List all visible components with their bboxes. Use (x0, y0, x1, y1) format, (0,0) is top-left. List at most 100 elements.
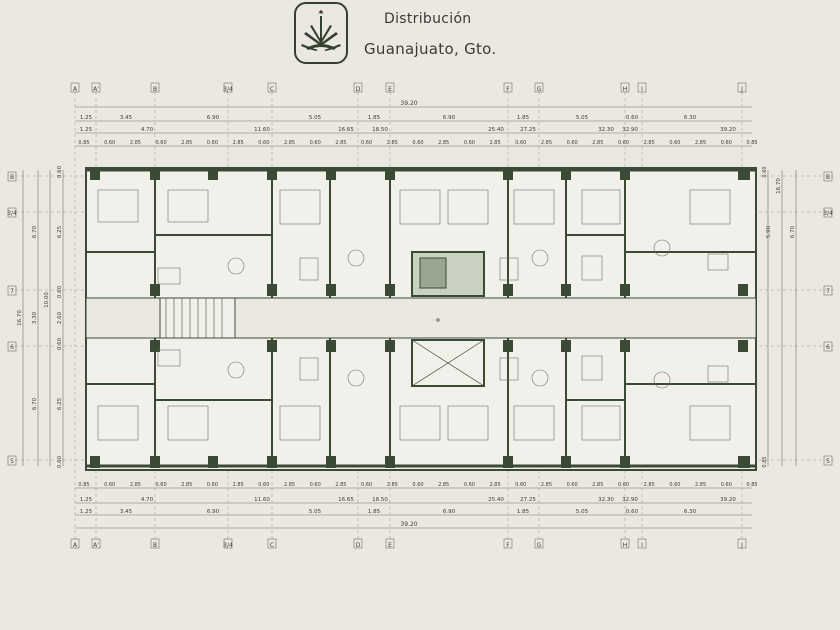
dimension-right-sub: 0.60 (762, 166, 768, 177)
grid-bubble-row-left (7, 171, 17, 182)
dimension-row1-top: 3.45 (120, 115, 133, 121)
dimension-row2-top: 1.25 (80, 127, 93, 133)
plan-location: Guanajuato, Gto. (364, 40, 497, 58)
grid-label-column-top: B (153, 86, 157, 93)
dimension-row3-top: 2.85 (592, 140, 603, 146)
dimension-row3-bottom: 2.85 (695, 482, 706, 488)
dimension-row3-bottom: 0.60 (104, 482, 115, 488)
dimension-row3-top: 2.85 (233, 140, 244, 146)
dimension-row3-top: 0.60 (412, 140, 423, 146)
dimension-lines-right (767, 170, 797, 466)
grid-bubble-column-top (620, 82, 630, 93)
dimension-total-top: 39.20 (400, 100, 417, 107)
grid-bubble-column-top (637, 82, 647, 93)
grid-bubble-column-bottom (353, 538, 363, 549)
dimension-left-inner: 6.70 (32, 225, 38, 238)
grid-bubble-column-bottom (620, 538, 630, 549)
dimension-row3-top: 2.85 (490, 140, 501, 146)
dimension-row2-bottom: 16.65 (338, 497, 354, 503)
dimension-left-sub: 0.60 (57, 455, 63, 468)
dimension-row2-top: 32.30 (598, 127, 614, 133)
agave-plant-icon (301, 10, 341, 51)
dimension-row3-top: 0.60 (104, 140, 115, 146)
grid-label-column-bottom: I (641, 542, 643, 549)
grid-label-column-bottom: F (506, 542, 510, 549)
dimension-row3-bottom: 0.60 (310, 482, 321, 488)
dimension-row1-top: 6.90 (207, 115, 220, 121)
dimension-row1-top: 6.30 (684, 115, 697, 121)
dimension-row3-top: 0.60 (310, 140, 321, 146)
grid-bubble-row-right (823, 171, 833, 182)
structural-columns (90, 168, 750, 468)
grid-bubble-row-right (823, 341, 833, 352)
grid-label-column-bottom: C (270, 542, 274, 549)
grid-label-column-top: C (270, 86, 274, 93)
dimension-row2-top: 4.70 (141, 127, 154, 133)
dimension-row1-bottom: 5.05 (576, 509, 589, 515)
dimension-row3-bottom: 2.85 (644, 482, 655, 488)
dimension-lines-top (75, 106, 752, 147)
grid-label-column-top: 3/4 (223, 86, 233, 93)
grid-label-row-left: 5 (10, 458, 14, 465)
dimension-row3-bottom: 0.60 (669, 482, 680, 488)
dimension-row3-bottom: 2.85 (233, 482, 244, 488)
dimension-row2-bottom: 27.25 (520, 497, 536, 503)
grid-bubble-column-bottom (534, 538, 544, 549)
dimension-row2-bottom: 32.90 (622, 497, 638, 503)
dimension-row3-top: 0.85 (746, 140, 757, 146)
dimension-row3-top: 2.85 (541, 140, 552, 146)
dimension-row3-bottom: 0.60 (412, 482, 423, 488)
dimension-row3-bottom: 0.60 (618, 482, 629, 488)
grid-label-column-bottom: D (356, 542, 361, 549)
grid-label-row-left: 6 (10, 344, 14, 351)
dimension-left-sub: 0.60 (57, 165, 63, 178)
grid-label-column-bottom: G (537, 542, 542, 549)
dimension-row3-bottom: 2.85 (335, 482, 346, 488)
dimension-row3-top: 2.85 (335, 140, 346, 146)
dimension-row1-bottom: 6.90 (207, 509, 220, 515)
dimension-row1-bottom: 6.30 (684, 509, 697, 515)
grid-label-column-top: A' (93, 86, 99, 93)
grid-bubble-column-bottom (91, 538, 101, 549)
dimension-row3-bottom: 0.60 (464, 482, 475, 488)
dimension-row2-top: 32.90 (622, 127, 638, 133)
grid-label-column-bottom: E (388, 542, 392, 549)
dimension-row3-bottom: 0.60 (721, 482, 732, 488)
grid-bubble-row-left (7, 341, 17, 352)
dimension-row2-top: 27.25 (520, 127, 536, 133)
grid-label-column-top: A (73, 86, 78, 93)
dimension-row1-top: 1.25 (80, 115, 93, 121)
grid-bubble-column-bottom (385, 538, 395, 549)
dimension-lines-left (22, 170, 64, 466)
dimension-row1-bottom: 1.85 (368, 509, 381, 515)
dimension-row3-top: 0.85 (78, 140, 89, 146)
dimension-row1-top: 0.60 (626, 115, 639, 121)
dimension-row3-bottom: 2.85 (130, 482, 141, 488)
grid-label-column-bottom: A (73, 542, 78, 549)
grid-label-column-bottom: 3/4 (223, 542, 233, 549)
dimension-row1-top: 1.85 (517, 115, 530, 121)
dimension-row2-top: 25.40 (488, 127, 504, 133)
dimension-row2-bottom: 18.50 (372, 497, 388, 503)
dimension-left-sub: 2.60 (57, 311, 63, 324)
dimension-row3-bottom: 2.85 (387, 482, 398, 488)
grid-label-row-right: B (826, 174, 830, 181)
dimension-row2-bottom: 11.60 (254, 497, 270, 503)
dimension-row1-bottom: 3.45 (120, 509, 133, 515)
brand-logo (294, 2, 348, 64)
grid-bubble-row-left (7, 207, 17, 218)
dimension-right-inner: 6.70 (790, 225, 796, 238)
dimension-row3-bottom: 0.60 (207, 482, 218, 488)
dimension-row1-bottom: 1.25 (80, 509, 93, 515)
dimension-row3-top: 2.85 (130, 140, 141, 146)
grid-label-row-right: 3/4 (823, 210, 833, 217)
dimension-total-bottom: 39.20 (400, 521, 417, 528)
dimension-row2-top: 11.60 (254, 127, 270, 133)
grid-bubble-row-left (7, 455, 17, 466)
grid-bubble-column-bottom (70, 538, 80, 549)
grid-bubble-column-top (737, 82, 747, 93)
dimension-row3-bottom: 0.60 (515, 482, 526, 488)
grid-label-column-bottom: J (740, 542, 743, 549)
